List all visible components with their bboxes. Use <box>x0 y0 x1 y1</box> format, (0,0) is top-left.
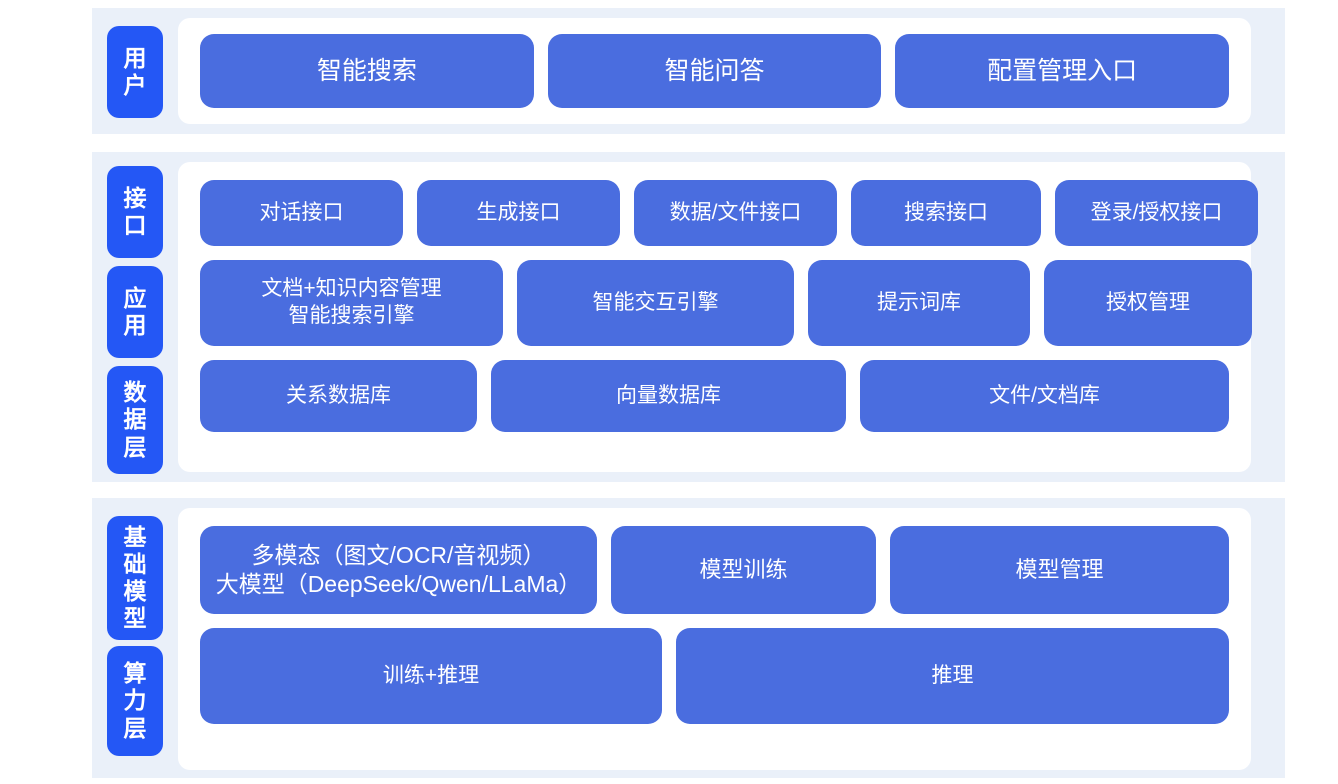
card-data-file-api[interactable]: 数据/文件接口 <box>634 180 837 246</box>
layer-tab-api[interactable]: 接口 <box>107 166 163 258</box>
user-layer-panel: 智能搜索 智能问答 配置管理入口 <box>178 18 1251 124</box>
layer-tab-data[interactable]: 数据层 <box>107 366 163 474</box>
card-model-training[interactable]: 模型训练 <box>611 526 876 614</box>
foundation-model-row: 多模态（图文/OCR/音视频） 大模型（DeepSeek/Qwen/LLaMa）… <box>200 526 1229 614</box>
card-authorization-management[interactable]: 授权管理 <box>1044 260 1252 346</box>
layer-tab-compute-label: 算力层 <box>123 660 147 741</box>
card-smart-qa[interactable]: 智能问答 <box>547 34 882 108</box>
card-vector-database[interactable]: 向量数据库 <box>491 360 846 432</box>
layer-tab-user-label: 用户 <box>123 44 147 98</box>
card-dialog-api[interactable]: 对话接口 <box>200 180 403 246</box>
card-search-api[interactable]: 搜索接口 <box>851 180 1041 246</box>
application-stack-panel: 对话接口 生成接口 数据/文件接口 搜索接口 登录/授权接口 文档+知识内容管理… <box>178 162 1258 472</box>
layer-tab-api-label: 接口 <box>123 184 147 238</box>
card-relational-database[interactable]: 关系数据库 <box>200 360 477 432</box>
card-file-document-store[interactable]: 文件/文档库 <box>860 360 1229 432</box>
card-smart-interaction-engine[interactable]: 智能交互引擎 <box>517 260 794 346</box>
card-config-management-entry[interactable]: 配置管理入口 <box>895 34 1230 108</box>
api-layer-row: 对话接口 生成接口 数据/文件接口 搜索接口 登录/授权接口 <box>200 180 1258 246</box>
application-layer-row: 文档+知识内容管理 智能搜索引擎 智能交互引擎 提示词库 授权管理 <box>200 260 1252 346</box>
card-model-management[interactable]: 模型管理 <box>890 526 1229 614</box>
card-generate-api[interactable]: 生成接口 <box>417 180 620 246</box>
card-inference[interactable]: 推理 <box>676 628 1229 724</box>
infrastructure-panel: 多模态（图文/OCR/音视频） 大模型（DeepSeek/Qwen/LLaMa）… <box>178 508 1251 770</box>
data-layer-row: 关系数据库 向量数据库 文件/文档库 <box>200 360 1229 432</box>
card-multimodal-large-model[interactable]: 多模态（图文/OCR/音视频） 大模型（DeepSeek/Qwen/LLaMa） <box>200 526 597 614</box>
layer-tab-application[interactable]: 应用 <box>107 266 163 358</box>
layer-tab-foundation-model-label: 基础模型 <box>123 523 147 632</box>
card-prompt-library[interactable]: 提示词库 <box>808 260 1030 346</box>
layer-tab-user[interactable]: 用户 <box>107 26 163 118</box>
card-smart-search[interactable]: 智能搜索 <box>200 34 534 108</box>
card-document-knowledge-management[interactable]: 文档+知识内容管理 智能搜索引擎 <box>200 260 503 346</box>
layer-tab-application-label: 应用 <box>123 284 147 338</box>
user-layer-row: 智能搜索 智能问答 配置管理入口 <box>200 34 1230 108</box>
layer-tab-compute[interactable]: 算力层 <box>107 646 163 756</box>
compute-layer-row: 训练+推理 推理 <box>200 628 1229 724</box>
layer-tab-data-label: 数据层 <box>123 379 147 460</box>
card-login-auth-api[interactable]: 登录/授权接口 <box>1055 180 1258 246</box>
layer-tab-foundation-model[interactable]: 基础模型 <box>107 516 163 640</box>
card-training-and-inference[interactable]: 训练+推理 <box>200 628 662 724</box>
